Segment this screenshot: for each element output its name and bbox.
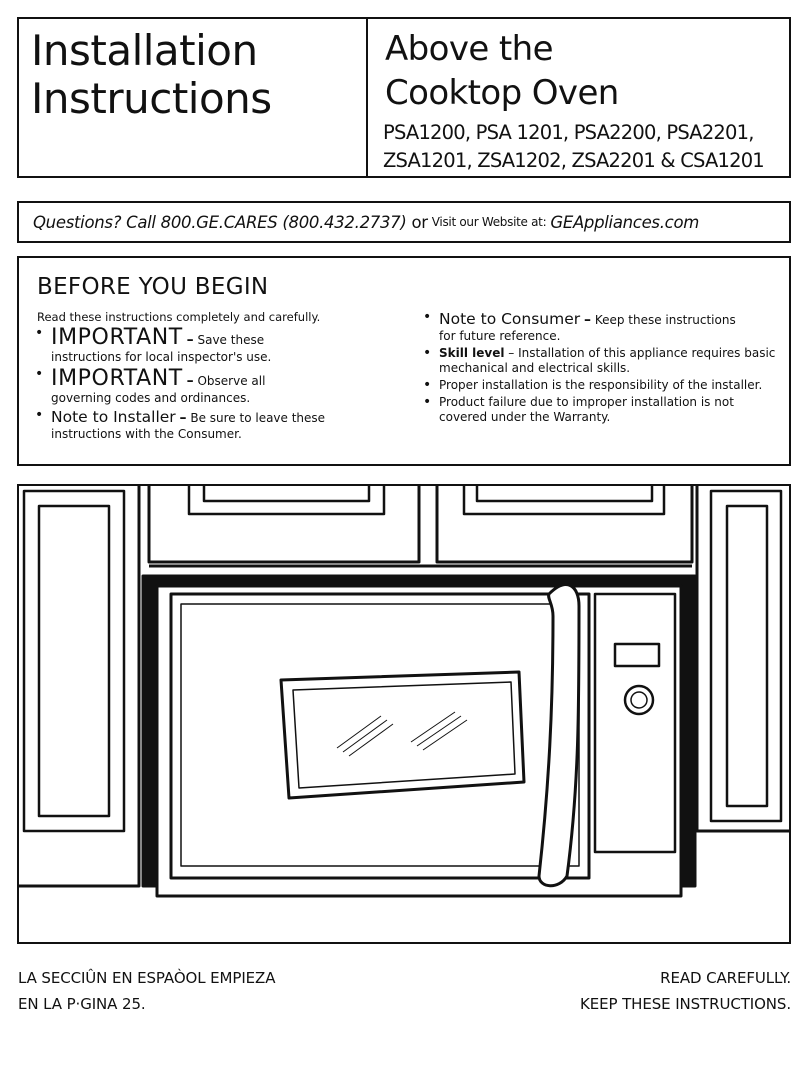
document-title: Installation Instructions <box>31 27 361 123</box>
bullet-icon: • <box>35 366 44 382</box>
left-cabinet-panel <box>22 489 126 833</box>
door-window <box>279 670 526 800</box>
list-item: • IMPORTANT – Observe all governing code… <box>35 366 266 406</box>
contact-bar: Questions? Call 800.GE.CARES (800.432.27… <box>17 201 791 243</box>
left-cabinet <box>19 486 141 888</box>
header-divider <box>366 19 368 176</box>
right-cabinet <box>695 486 789 833</box>
list-item: • IMPORTANT – Save these instructions fo… <box>35 325 272 365</box>
product-line-2: Cooktop Oven <box>385 73 619 113</box>
list-item: • Proper installation is the responsibil… <box>423 377 763 393</box>
model-numbers: PSA1200, PSA 1201, PSA2200, PSA2201, ZSA… <box>383 119 793 175</box>
door-handle <box>537 583 581 888</box>
bullet-icon: • <box>423 394 432 410</box>
website-link[interactable]: GEAppliances.com <box>550 212 700 232</box>
upper-right-cabinet-door <box>435 486 694 564</box>
models-line-1: PSA1200, PSA 1201, PSA2200, PSA2201, <box>383 121 754 144</box>
microwave-illustration <box>17 484 791 944</box>
microwave-door <box>169 592 591 880</box>
read-carefully-note: READ CAREFULLY. KEEP THESE INSTRUCTIONS. <box>580 969 791 1013</box>
list-item: • Note to Consumer – Keep these instruct… <box>423 309 736 344</box>
left-column: • IMPORTANT – Save these instructions fo… <box>33 326 373 444</box>
upper-left-cabinet-door <box>147 486 421 564</box>
bullet-icon: • <box>35 325 44 341</box>
title-line-1: Installation <box>31 26 258 75</box>
section-subheading: Read these instructions completely and c… <box>37 310 321 324</box>
list-item: • Product failure due to improper instal… <box>423 394 734 425</box>
or-text: or <box>411 212 429 232</box>
microwave-drawing <box>19 486 789 898</box>
right-column: • Note to Consumer – Keep these instruct… <box>421 310 781 427</box>
control-knob <box>623 684 655 716</box>
product-line-1: Above the <box>385 29 553 69</box>
spanish-section-note: LA SECCIÛN EN ESPAÒOL EMPIEZA EN LA P·GI… <box>18 969 276 1013</box>
display-window <box>613 642 661 668</box>
window-reflection <box>336 711 468 757</box>
bullet-icon: • <box>423 377 432 393</box>
section-heading: BEFORE YOU BEGIN <box>37 274 269 300</box>
title-line-2: Instructions <box>31 74 272 123</box>
list-item: • Skill level – Installation of this app… <box>423 345 776 376</box>
visit-text: Visit our Website at: <box>431 215 547 229</box>
models-line-2: ZSA1201, ZSA1202, ZSA2201 & CSA1201 <box>383 149 765 172</box>
product-name: Above the Cooktop Oven <box>385 27 785 115</box>
title-block: Installation Instructions Above the Cook… <box>17 17 791 178</box>
list-item: • Note to Installer – Be sure to leave t… <box>35 407 326 442</box>
bullet-icon: • <box>423 345 432 361</box>
bullet-icon: • <box>35 407 44 423</box>
bullet-icon: • <box>423 309 432 325</box>
control-panel <box>593 592 677 854</box>
before-you-begin-section: BEFORE YOU BEGIN Read these instructions… <box>17 256 791 466</box>
phone-text: Questions? Call 800.GE.CARES (800.432.27… <box>33 212 407 232</box>
